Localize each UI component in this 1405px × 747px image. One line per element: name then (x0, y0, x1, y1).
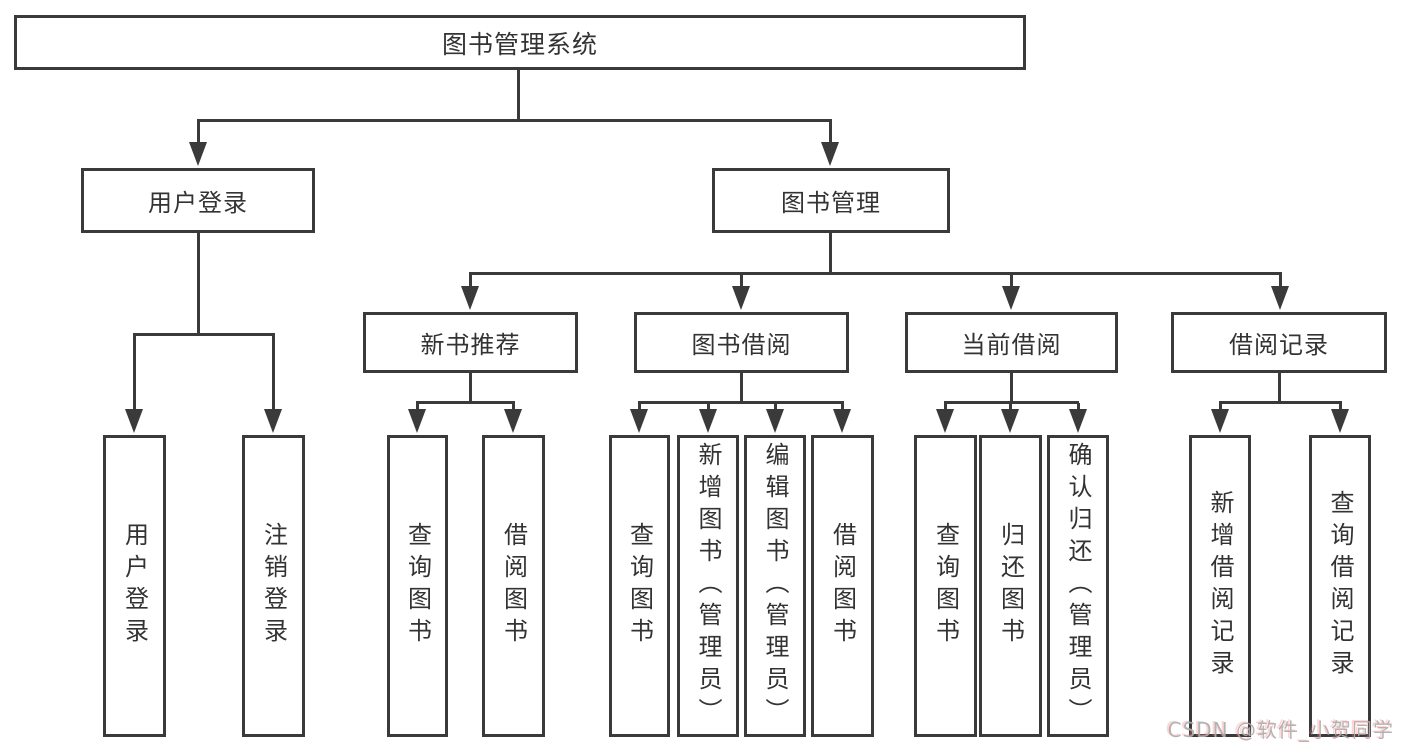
connector-to-borrow-records (1279, 272, 1282, 288)
connector-new-book-drop (469, 373, 472, 404)
connector-to-current-borrow (1010, 272, 1013, 288)
leaf-records-add-record-label: 新增借阅记录 (1206, 490, 1234, 682)
leaf-records-query-record: 查询借阅记录 (1309, 435, 1371, 737)
leaf-borrow-borrow-book: 借阅图书 (811, 435, 874, 737)
connector-leaf-stub (638, 403, 641, 412)
leaf-borrow-edit-book-admin: 编辑图书（管理员） (744, 435, 806, 737)
node-user-login: 用户登录 (81, 168, 315, 233)
connector-leaf-stub (512, 403, 515, 412)
arrowhead-leaf (1211, 409, 1229, 433)
arrowhead-new-book (461, 286, 479, 310)
arrowhead-leaf-login (125, 409, 143, 433)
leaf-recommend-query-book-label: 查询图书 (403, 522, 432, 650)
leaf-records-add-record: 新增借阅记录 (1189, 435, 1251, 737)
leaf-borrow-edit-book-admin-label: 编辑图书（管理员） (761, 442, 789, 730)
leaf-borrow-add-book-admin: 新增图书（管理员） (677, 435, 739, 737)
leaf-borrow-query-book: 查询图书 (609, 435, 670, 737)
leaf-recommend-borrow-book-label: 借阅图书 (499, 522, 528, 650)
leaf-logout-label: 注销登录 (259, 522, 288, 650)
arrowhead-current-borrow (1002, 286, 1020, 310)
connector-leaf-stub (1339, 403, 1342, 412)
connector-book-mgmt-drop (829, 233, 832, 275)
connector-leaf-stub (1219, 403, 1222, 412)
connector-current-borrow-split (944, 401, 1079, 404)
connector-new-book-split (416, 401, 515, 404)
arrowhead-leaf (936, 409, 954, 433)
connector-borrow-records-split (1219, 401, 1342, 404)
connector-to-leaf-login (133, 333, 136, 411)
arrowhead-leaf (766, 409, 784, 433)
node-new-book-recommend: 新书推荐 (363, 312, 578, 373)
connector-leaf-stub (1009, 403, 1012, 412)
connector-to-book-borrow (740, 272, 743, 288)
arrowhead-leaf (1331, 409, 1349, 433)
leaf-borrow-query-book-label: 查询图书 (625, 522, 654, 650)
arrowhead-book-borrow (732, 286, 750, 310)
arrowhead-leaf (1069, 409, 1087, 433)
connector-current-borrow-drop (1010, 373, 1013, 404)
leaf-user-login-label: 用户登录 (120, 522, 149, 650)
arrowhead-leaf-logout (264, 409, 282, 433)
connector-to-leaf-logout (272, 333, 275, 411)
arrowhead-borrow-records (1271, 286, 1289, 310)
connector-to-new-book (469, 272, 472, 288)
connector-leaf-stub (841, 403, 844, 412)
leaf-current-confirm-return-admin: 确认归还（管理员） (1047, 435, 1109, 737)
leaf-recommend-borrow-book: 借阅图书 (482, 435, 545, 737)
connector-leaf-stub (1077, 403, 1080, 412)
connector-book-borrow-split (638, 401, 844, 404)
arrowhead-leaf (1001, 409, 1019, 433)
arrowhead-leaf (504, 409, 522, 433)
arrowhead-user-login (189, 142, 207, 166)
connector-book-borrow-drop (740, 373, 743, 404)
connector-leaf-stub (707, 403, 710, 412)
leaf-current-return-book: 归还图书 (979, 435, 1042, 737)
leaf-current-return-book-label: 归还图书 (996, 522, 1025, 650)
connector-level3-split (469, 272, 1282, 275)
arrowhead-leaf (699, 409, 717, 433)
arrowhead-leaf (833, 409, 851, 433)
node-borrow-records: 借阅记录 (1171, 312, 1387, 373)
connector-leaf-stub (416, 403, 419, 412)
node-current-borrow: 当前借阅 (905, 312, 1118, 373)
leaf-logout: 注销登录 (242, 435, 305, 737)
connector-leaf-stub (774, 403, 777, 412)
leaf-current-query-book: 查询图书 (914, 435, 977, 737)
connector-root-drop (517, 70, 520, 119)
connector-to-user-login (197, 119, 200, 145)
node-book-borrow: 图书借阅 (634, 312, 849, 373)
arrowhead-book-mgmt (821, 142, 839, 166)
leaf-user-login: 用户登录 (103, 435, 166, 737)
connector-user-login-drop (197, 233, 200, 333)
leaf-current-confirm-return-admin-label: 确认归还（管理员） (1064, 442, 1092, 730)
connector-level1-split (197, 119, 832, 122)
leaf-current-query-book-label: 查询图书 (931, 522, 960, 650)
leaf-borrow-add-book-admin-label: 新增图书（管理员） (694, 442, 722, 730)
arrowhead-leaf (630, 409, 648, 433)
connector-to-book-mgmt (829, 119, 832, 145)
connector-leaf-stub (944, 403, 947, 412)
node-root-book-management-system: 图书管理系统 (14, 15, 1026, 70)
node-book-management: 图书管理 (712, 168, 950, 233)
connector-borrow-records-drop (1278, 373, 1281, 404)
csdn-watermark: CSDN @软件_小贺同学 (1167, 718, 1394, 742)
leaf-records-query-record-label: 查询借阅记录 (1326, 490, 1354, 682)
arrowhead-leaf (408, 409, 426, 433)
connector-user-login-split (133, 333, 275, 336)
leaf-borrow-borrow-book-label: 借阅图书 (828, 522, 857, 650)
leaf-recommend-query-book: 查询图书 (387, 435, 448, 737)
